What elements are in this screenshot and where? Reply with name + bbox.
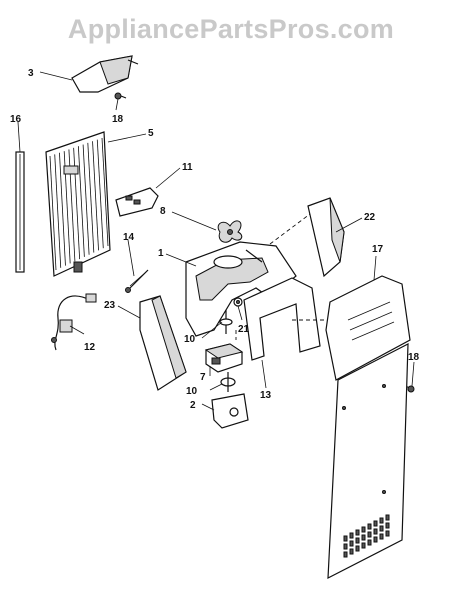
callout-18-top: 18	[112, 114, 124, 125]
evaporator-fin	[59, 152, 66, 266]
callout-13: 13	[260, 390, 272, 401]
callout-23: 23	[104, 300, 116, 311]
vent-slot	[385, 514, 390, 521]
vent-slot	[373, 520, 378, 527]
part-3-cover	[71, 55, 139, 93]
callout-16: 16	[10, 114, 22, 125]
callout-18-lower: 18	[408, 352, 420, 363]
part-13-baffle	[243, 277, 321, 361]
vent-slot	[373, 528, 378, 535]
vent-slot	[379, 533, 384, 540]
callout-2: 2	[190, 400, 196, 411]
part-18-screw-top	[114, 92, 127, 100]
leader-lines	[17, 71, 415, 411]
evaporator-fin	[82, 144, 90, 255]
part-21-clip	[233, 297, 243, 307]
callout-7: 7	[200, 372, 206, 383]
vent-slot	[367, 531, 372, 538]
part-16-rod	[15, 151, 25, 273]
vent-slot	[379, 525, 384, 532]
callout-5: 5	[148, 128, 154, 139]
vent-slot	[385, 530, 390, 537]
lower-cover-panel	[327, 343, 409, 580]
callout-22: 22	[364, 212, 376, 223]
vent-slot	[367, 539, 372, 546]
callout-8: 8	[160, 206, 166, 217]
part-8-fan-blade	[217, 220, 243, 243]
vent-slot	[343, 535, 348, 542]
evaporator-fin	[92, 141, 99, 251]
vent-slot	[379, 517, 384, 524]
evaporator-fin	[87, 142, 95, 253]
part-17-cover-panel	[325, 275, 411, 381]
callout-11: 11	[182, 162, 193, 173]
vent-slot	[343, 551, 348, 558]
callout-3: 3	[28, 68, 34, 79]
watermark: AppliancePartsPros.com	[67, 14, 395, 44]
vent-slot	[349, 532, 354, 539]
part-12-harness	[51, 293, 97, 351]
evaporator-fin	[49, 155, 57, 271]
callout-10-lower: 10	[186, 386, 198, 397]
vent-slot	[349, 548, 354, 555]
vent-slot	[349, 540, 354, 547]
alignment-lines	[235, 213, 332, 340]
part-10-grommet-upper	[219, 310, 233, 334]
part-14-screw	[125, 269, 149, 293]
part-1-fan-housing	[185, 241, 297, 337]
vent-slot	[385, 522, 390, 529]
vent-slot	[355, 545, 360, 552]
callout-21: 21	[238, 324, 250, 335]
vent-slot	[361, 526, 366, 533]
evaporator-fin	[96, 139, 104, 249]
evaporator-fin	[54, 154, 62, 268]
part-22-duct	[307, 197, 345, 278]
vent-slot	[367, 523, 372, 530]
evaporator-fin	[77, 146, 85, 257]
callout-12: 12	[84, 342, 96, 353]
callout-labels: 3 16 18 5 11 8 14 1 23 12 10 21 7 10 2 1…	[10, 68, 420, 411]
part-2-bracket	[211, 393, 249, 429]
part-10-grommet-lower	[220, 372, 236, 392]
evaporator-fin	[101, 137, 109, 247]
callout-14: 14	[123, 232, 135, 243]
vent-slot	[343, 543, 348, 550]
part-23-shroud	[139, 295, 187, 391]
callout-1: 1	[158, 248, 164, 259]
callout-10-upper: 10	[184, 334, 196, 345]
part-11-bracket	[115, 187, 159, 217]
vent-slot	[361, 542, 366, 549]
vent-slot	[355, 529, 360, 536]
part-5-evaporator	[45, 131, 111, 277]
vent-slot	[355, 537, 360, 544]
part-7-motor	[204, 343, 244, 373]
callout-17: 17	[372, 244, 384, 255]
vent-slot	[373, 536, 378, 543]
vent-slot	[361, 534, 366, 541]
